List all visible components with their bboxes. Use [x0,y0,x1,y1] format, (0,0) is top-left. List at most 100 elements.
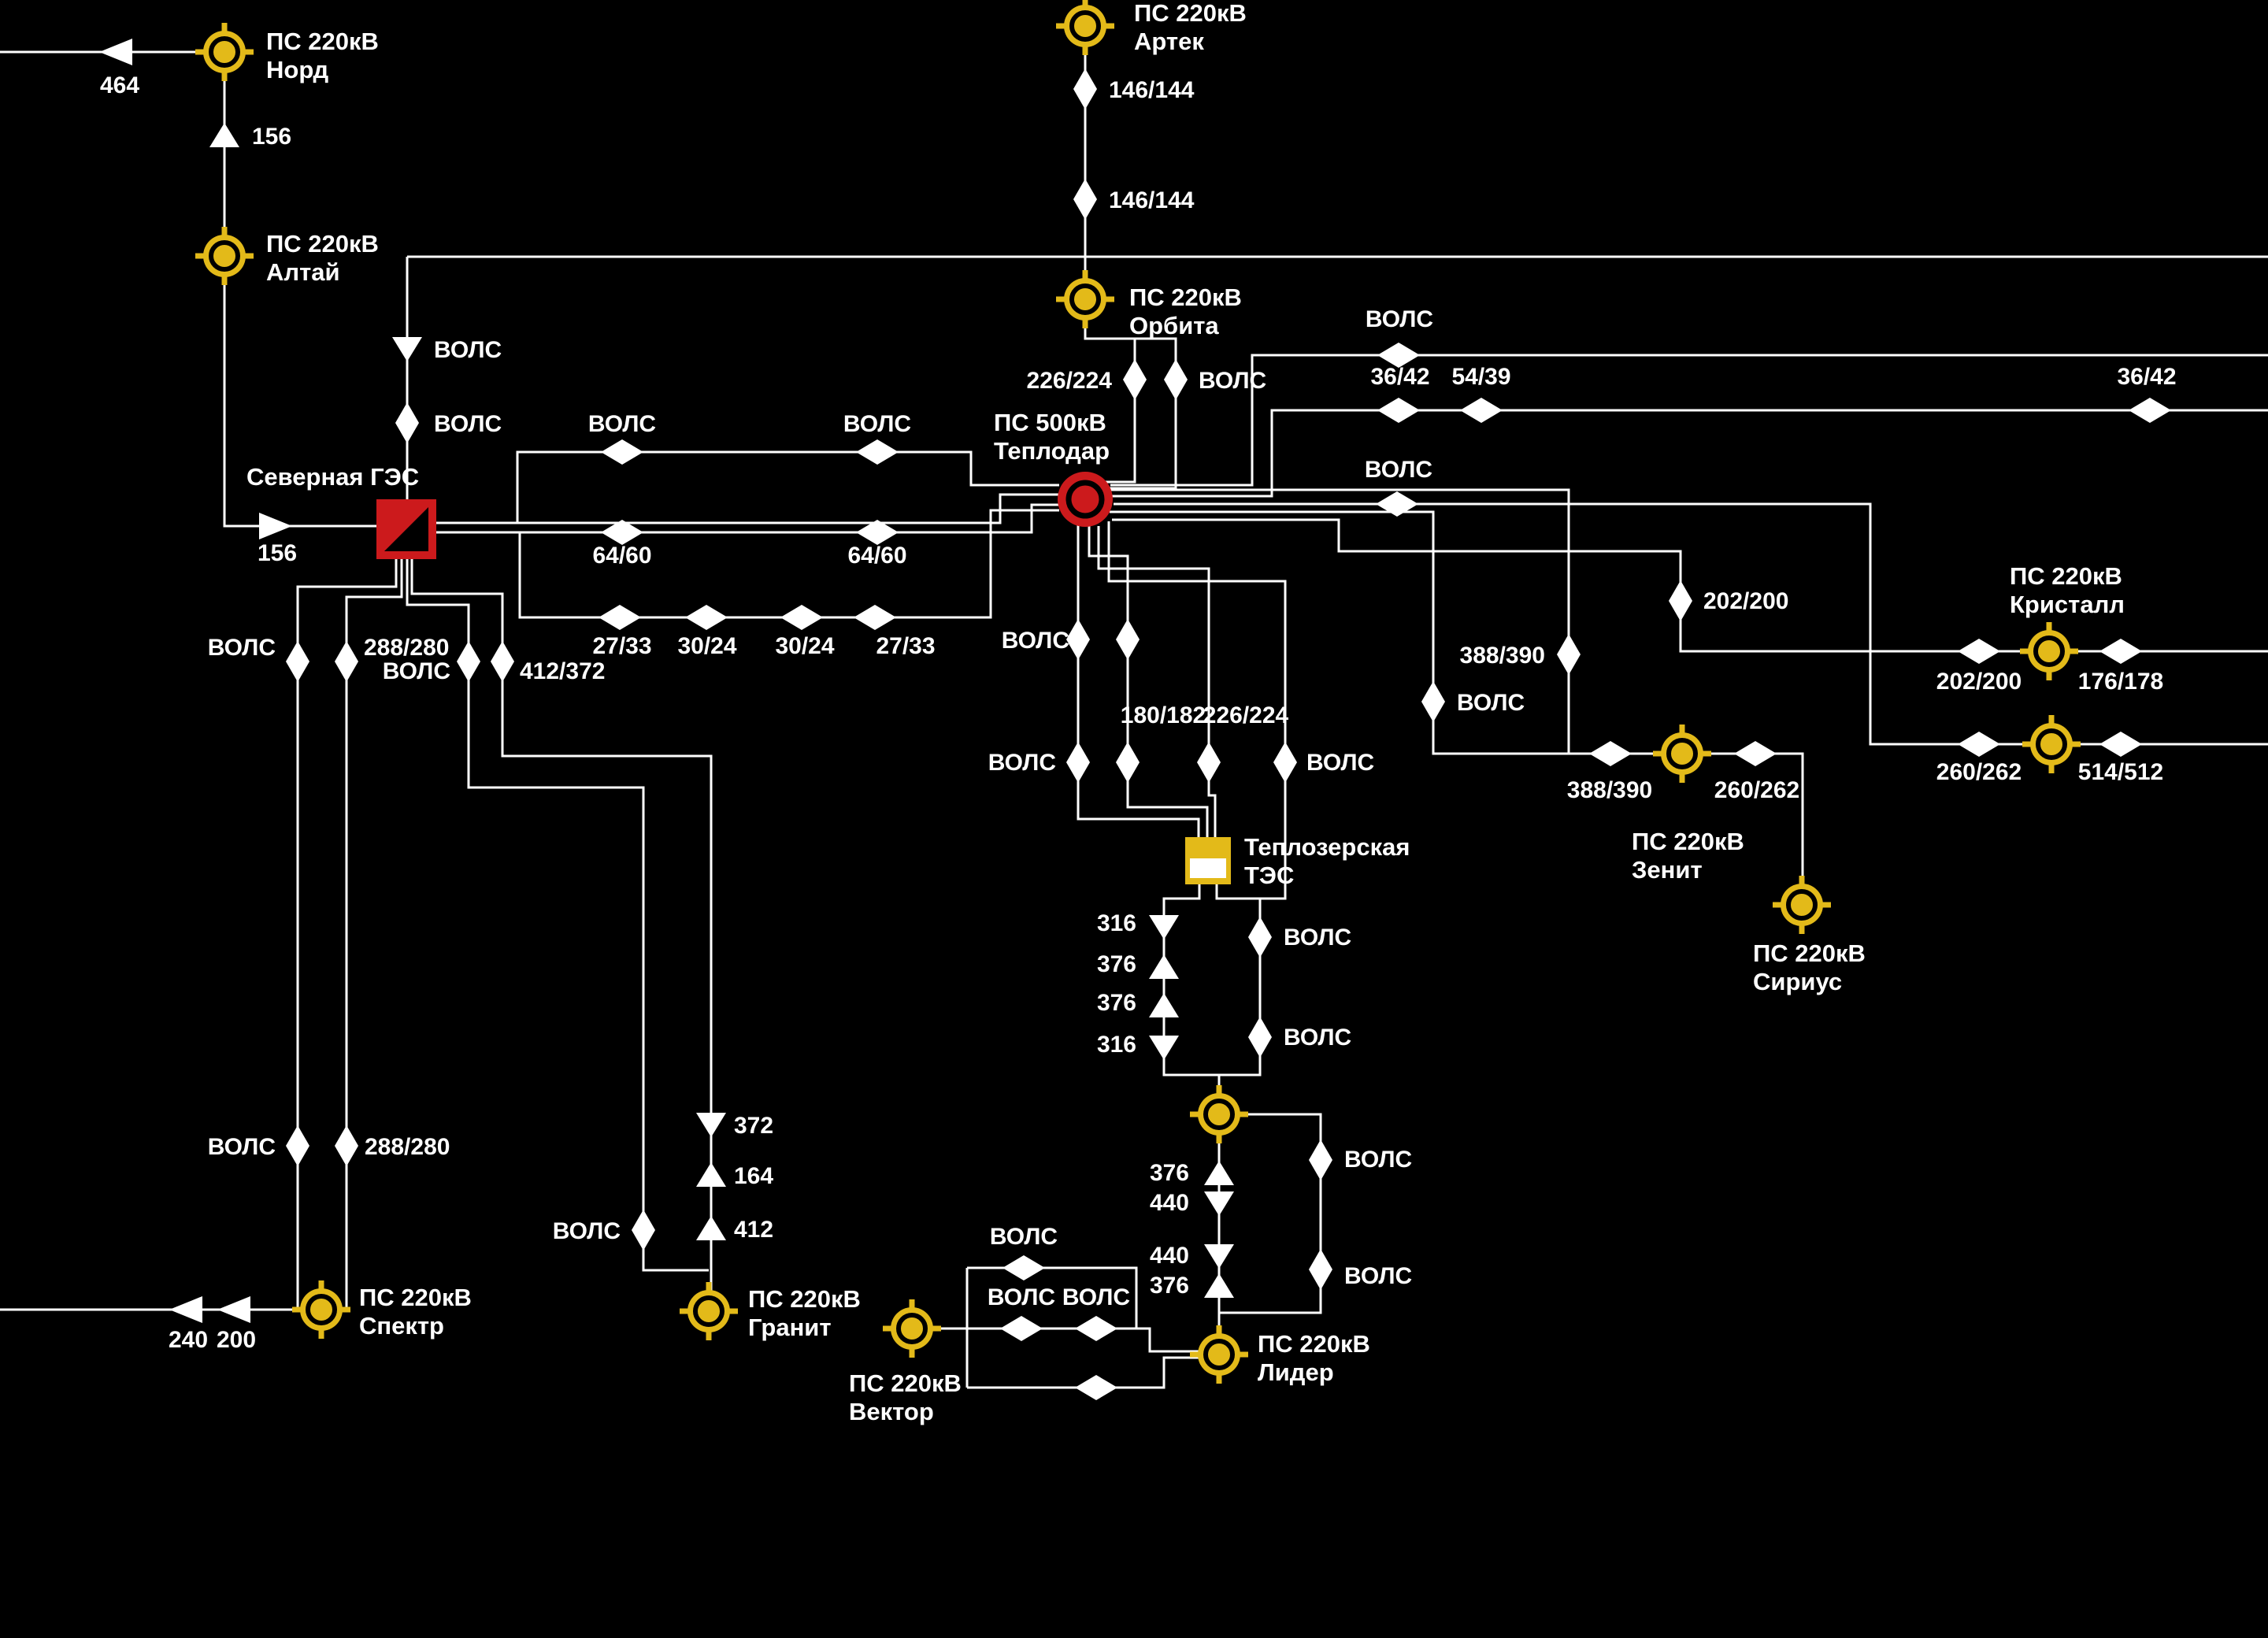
station-teplodar [1058,472,1113,527]
station-tick [1216,1132,1222,1143]
flow-label: 164 [734,1163,773,1189]
station-label-vektor: Вектор [849,1398,934,1425]
station-tick [1799,923,1805,934]
flow-label: 146/144 [1109,77,1195,103]
flow-marker-diamond-h [1377,398,1420,423]
flow-label: ВОЛС [383,658,450,684]
station-tick [1700,750,1711,757]
hydro-plant-diagonal [384,507,428,551]
flow-marker-diamond-h [1958,639,2000,664]
substation-ring [306,1294,337,1325]
flow-label: 412/372 [520,658,605,684]
station-tick [243,49,254,55]
station-label-severnaya-ges: Северная ГЭС [246,463,419,491]
flow-label: ВОЛС [1199,368,1266,394]
station-label-kristall: ПС 220кВ [2010,562,2122,590]
station-tick [1103,23,1114,29]
station-lider-junction [1190,1085,1248,1143]
substation-ring [1065,480,1105,519]
station-tick [1216,1085,1222,1096]
flow-label: ВОЛС [843,411,911,437]
station-label-lider: Лидер [1258,1358,1334,1386]
flow-marker-diamond-h [598,605,641,630]
flow-marker-tri-up [696,1162,726,1187]
flow-marker-diamond-v [395,402,419,443]
station-tick [680,1308,691,1314]
station-tick [1082,317,1088,328]
station-lider [1190,1325,1248,1384]
flow-label: ВОЛС [988,750,1056,776]
station-tick [1082,44,1088,55]
power-line-vektor-lider-bot [967,1356,1200,1389]
substation-ring [2036,728,2067,760]
flow-label: 316 [1097,910,1136,936]
power-line-teplodar-bypass [1107,521,1287,900]
station-label-granit: ПС 220кВ [748,1285,861,1313]
station-label-artek: Артек [1134,28,1204,55]
flow-marker-diamond-v [335,641,358,682]
flow-marker-diamond-v [1116,619,1140,660]
flow-marker-tri-down [696,1113,726,1137]
flow-marker-diamond-h [1958,732,2000,757]
flow-label: 226/224 [1027,368,1113,394]
station-label-teplozerskaya-tes: ТЭС [1244,862,1294,889]
substation-ring [209,240,240,272]
flow-marker-diamond-v [286,1125,309,1166]
flow-label: ВОЛС [1062,1284,1130,1310]
flow-marker-diamond-h [1075,1316,1117,1341]
flow-marker-diamond-v [286,641,309,682]
station-tick [243,253,254,259]
station-label-nord: ПС 220кВ [266,28,379,55]
station-label-lider: ПС 220кВ [1258,1330,1370,1358]
station-label-teplodar: ПС 500кВ [994,409,1106,436]
station-tick [221,227,228,238]
flow-label: 36/42 [1370,364,1429,390]
station-label-spektr: ПС 220кВ [359,1284,472,1311]
substation-ring [896,1313,928,1344]
flow-label: 412 [734,1217,773,1243]
flow-marker-arrow-left [169,1296,202,1323]
station-tick [1820,902,1831,908]
flow-label: 27/33 [876,633,935,659]
flow-marker-tri-up [1204,1273,1234,1298]
flow-marker-tri-up [209,123,239,147]
station-tick [909,1347,915,1358]
flow-label: 388/390 [1460,643,1545,669]
flow-marker-diamond-h [1377,343,1420,368]
flow-marker-tri-up [1149,993,1179,1017]
flow-markers-layer [99,39,2171,1400]
flow-marker-diamond-h [1460,398,1503,423]
station-label-sirius: Сириус [1753,968,1842,995]
flow-label: 30/24 [677,633,736,659]
station-nord [195,23,254,81]
flow-marker-diamond-h [685,605,728,630]
flow-label: ВОЛС [1002,628,1069,654]
station-label-kristall: Кристалл [2010,591,2125,618]
station-tick [1773,902,1784,908]
flow-label: 440 [1150,1243,1189,1269]
flow-label: 64/60 [847,543,906,569]
flow-label: 288/280 [365,1134,450,1160]
flow-label: 464 [100,72,139,98]
power-line-tes-ladder [1162,882,1221,1114]
flow-label: 376 [1150,1160,1189,1186]
power-line-bus-upper [516,450,1059,523]
flow-label: 240 [169,1327,208,1353]
flow-label: 64/60 [592,543,651,569]
flow-label: 30/24 [775,633,834,659]
flow-label: ВОЛС [553,1218,621,1244]
flow-marker-diamond-v [1309,1249,1332,1290]
flow-label: ВОЛС [1306,750,1374,776]
station-tick [2046,669,2052,680]
power-line-teplodar-krist-row1 [1112,518,2268,653]
station-label-zenit: ПС 220кВ [1632,828,1744,855]
station-label-altay: ПС 220кВ [266,230,379,258]
station-label-altay: Алтай [266,258,340,286]
power-line-teplodar-zenit-row [1110,510,1804,905]
flow-label: 316 [1097,1032,1136,1058]
flow-label: 226/224 [1203,702,1289,728]
station-zenit [1653,724,1711,783]
station-tick [706,1329,712,1340]
station-label-orbita: ПС 220кВ [1129,284,1242,311]
